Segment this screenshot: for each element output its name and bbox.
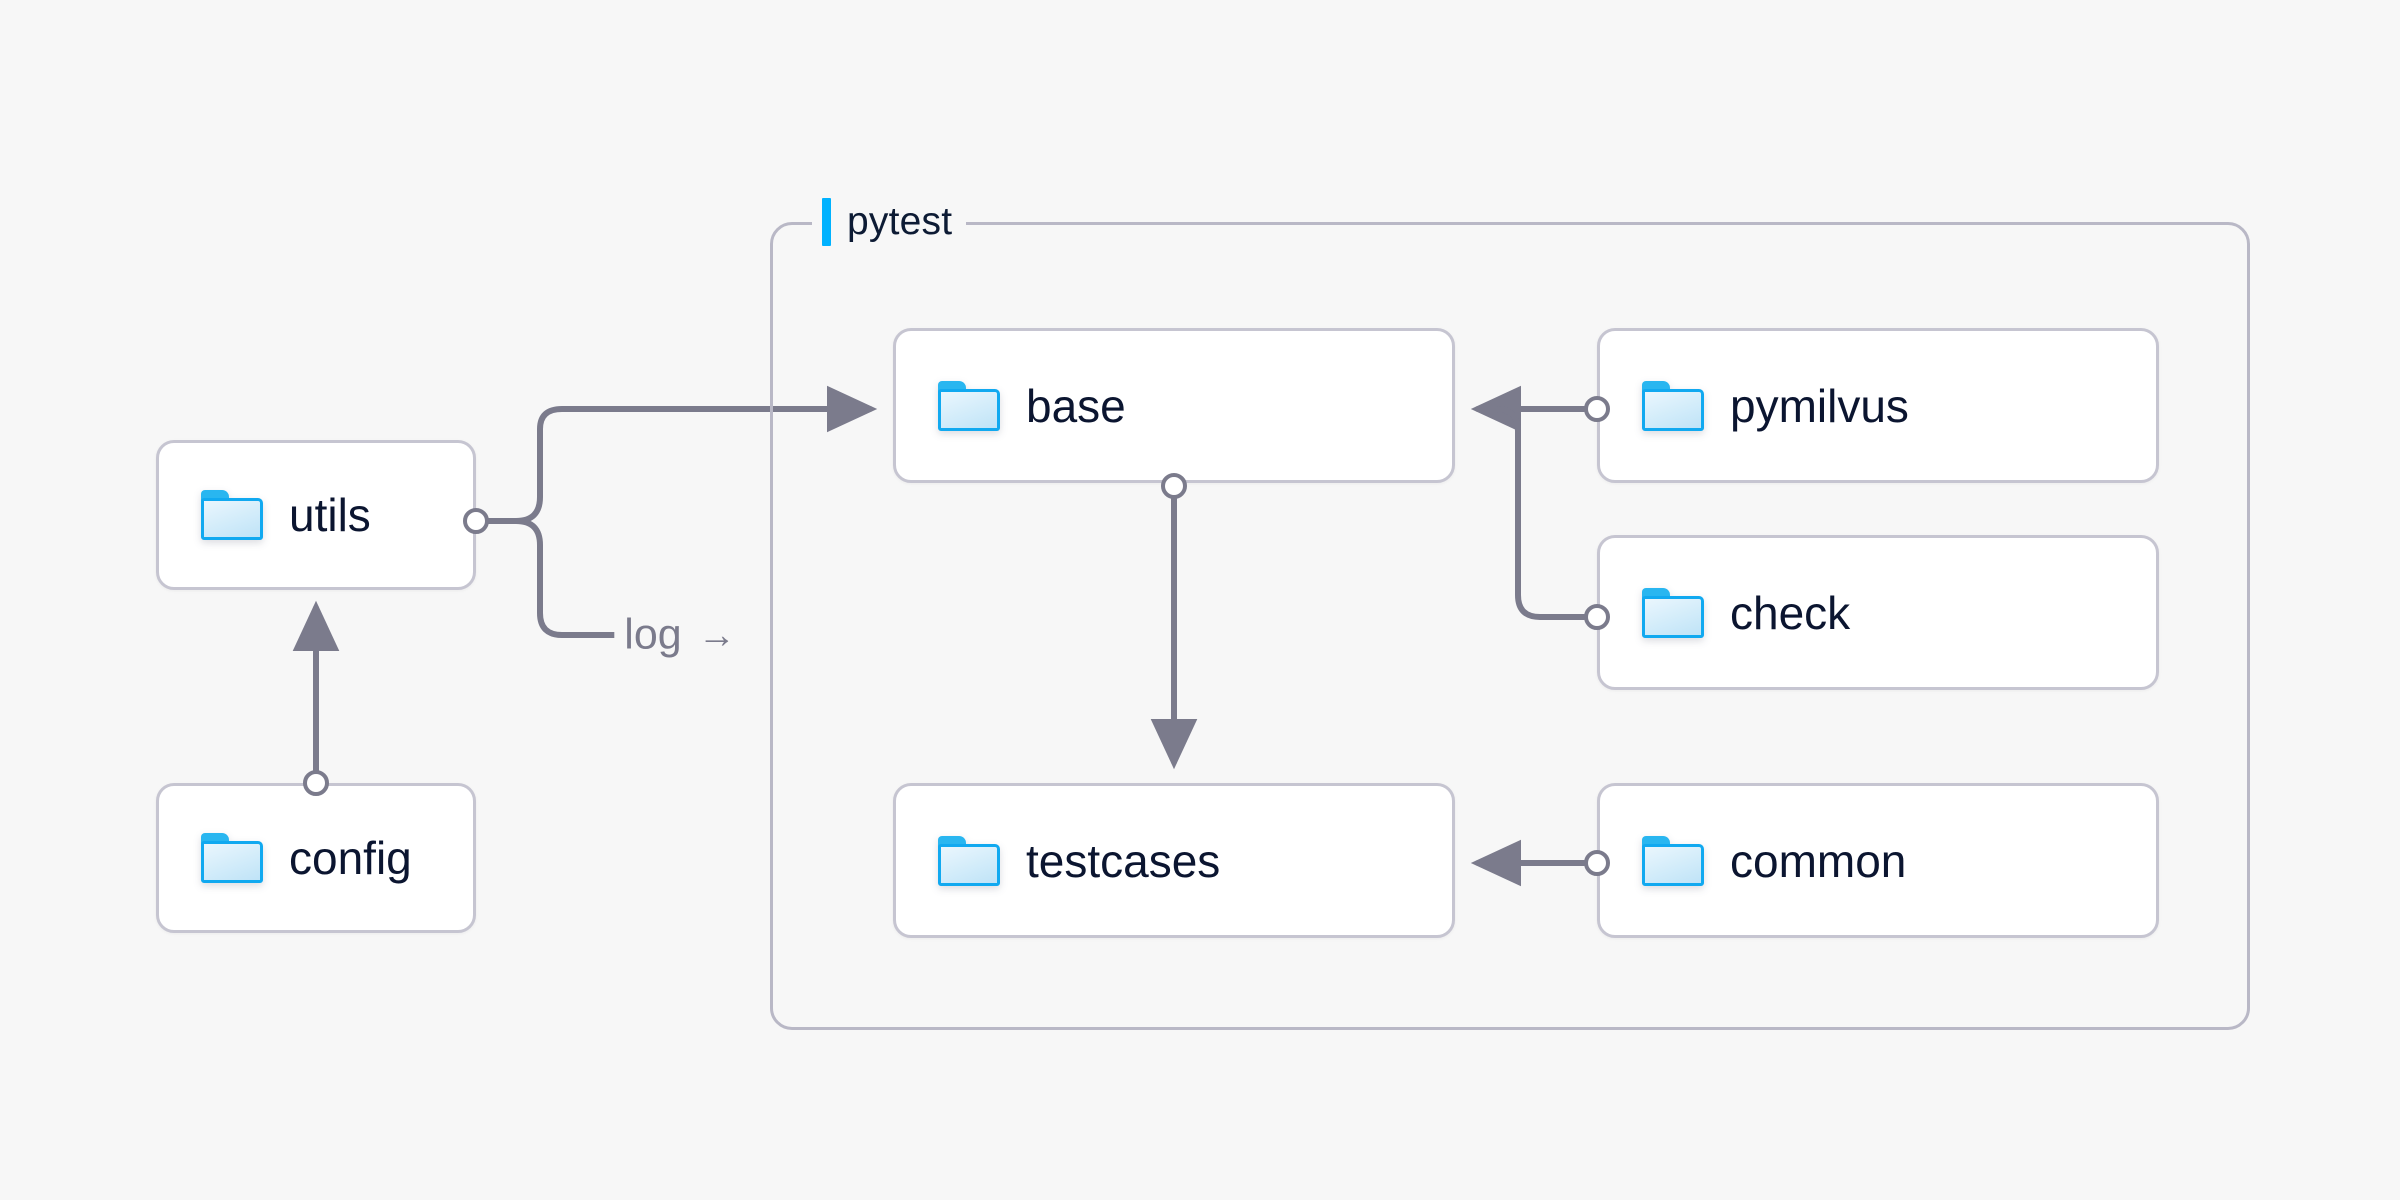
port-check-left[interactable] bbox=[1584, 604, 1610, 630]
group-pytest[interactable] bbox=[770, 222, 2250, 1030]
folder-icon bbox=[201, 490, 263, 540]
folder-icon bbox=[201, 833, 263, 883]
group-accent-bar bbox=[822, 198, 831, 246]
folder-icon bbox=[1642, 380, 1704, 431]
node-check-inner: check bbox=[1600, 586, 1851, 639]
edge-label-log[interactable]: log → bbox=[614, 610, 746, 659]
folder-icon bbox=[938, 835, 1000, 886]
node-common[interactable]: common bbox=[1597, 783, 2159, 938]
folder-icon bbox=[1642, 587, 1704, 638]
arrow-right-icon: → bbox=[697, 614, 736, 656]
node-common-label: common bbox=[1730, 834, 1907, 887]
port-pymilvus-left[interactable] bbox=[1584, 396, 1610, 422]
node-base-inner: base bbox=[896, 379, 1126, 432]
node-pymilvus[interactable]: pymilvus bbox=[1597, 328, 2159, 483]
node-config-inner: config bbox=[159, 833, 412, 883]
group-pytest-label: pytest bbox=[847, 200, 953, 243]
node-testcases-label: testcases bbox=[1026, 834, 1221, 887]
node-base[interactable]: base bbox=[893, 328, 1455, 483]
node-utils-label: utils bbox=[289, 489, 371, 541]
folder-icon bbox=[938, 380, 1000, 431]
group-pytest-label-wrap: pytest bbox=[812, 193, 967, 251]
folder-icon bbox=[1642, 835, 1704, 886]
edge-label-log-text: log bbox=[624, 610, 682, 659]
node-pymilvus-label: pymilvus bbox=[1730, 379, 1909, 432]
port-common-left[interactable] bbox=[1584, 850, 1610, 876]
node-check[interactable]: check bbox=[1597, 535, 2159, 690]
node-testcases-inner: testcases bbox=[896, 834, 1221, 887]
node-utils[interactable]: utils bbox=[156, 440, 476, 590]
node-pymilvus-inner: pymilvus bbox=[1600, 379, 1909, 432]
edge-utils-log bbox=[486, 518, 623, 638]
node-utils-inner: utils bbox=[159, 490, 371, 540]
node-testcases[interactable]: testcases bbox=[893, 783, 1455, 938]
port-config-top[interactable] bbox=[303, 770, 329, 796]
port-utils-right[interactable] bbox=[463, 508, 489, 534]
port-base-bottom[interactable] bbox=[1161, 473, 1187, 499]
node-common-inner: common bbox=[1600, 834, 1907, 887]
node-config[interactable]: config bbox=[156, 783, 476, 933]
node-config-label: config bbox=[289, 832, 412, 884]
node-check-label: check bbox=[1730, 586, 1851, 639]
node-base-label: base bbox=[1026, 379, 1126, 432]
